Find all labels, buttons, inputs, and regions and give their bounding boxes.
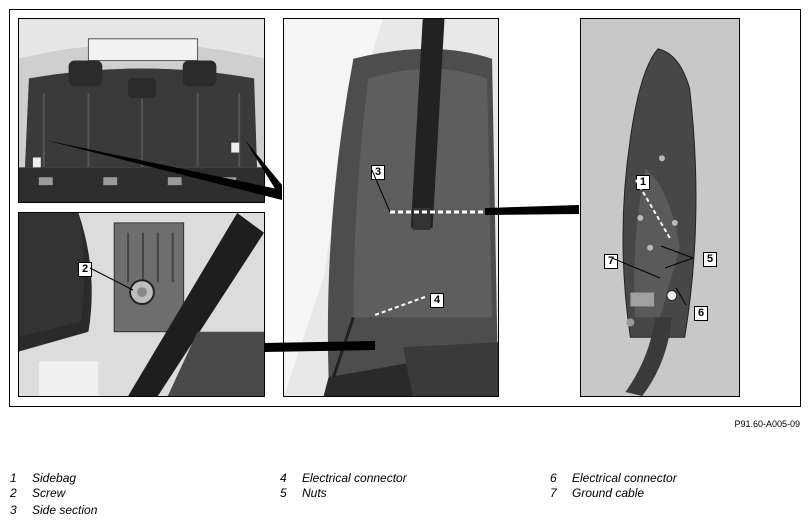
legend-text: Screw (32, 486, 66, 500)
legend-item: 1 Sidebag (10, 471, 76, 485)
legend-text: Nuts (302, 486, 327, 500)
figure-reference-code: P91.60-A005-09 (734, 419, 800, 429)
figure-frame: 3 4 2 1 5 6 7 (9, 9, 801, 407)
sidebag-photo (580, 18, 740, 397)
legend-item: 4 Electrical connector (280, 471, 407, 485)
legend-number: 3 (10, 503, 17, 517)
legend-item: 2 Screw (10, 486, 65, 500)
side-section-photo (283, 18, 499, 397)
rear-seat-photo (18, 18, 265, 203)
legend-number: 5 (280, 486, 287, 500)
legend-text: Electrical connector (302, 471, 407, 485)
legend-text: Ground cable (572, 486, 645, 500)
legend-item: 7 Ground cable (550, 486, 644, 500)
callout-1: 1 (636, 175, 651, 190)
legend-item: 6 Electrical connector (550, 471, 677, 485)
legend-item: 3 Side section (10, 503, 97, 517)
legend-text: Sidebag (32, 471, 77, 485)
callout-4: 4 (430, 293, 445, 308)
callout-5: 5 (703, 252, 718, 267)
callout-2: 2 (78, 262, 93, 277)
legend-number: 6 (550, 471, 557, 485)
legend-number: 4 (280, 471, 287, 485)
legend-number: 1 (10, 471, 17, 485)
callout-3: 3 (371, 165, 386, 180)
legend-text: Electrical connector (572, 471, 677, 485)
callout-7: 7 (604, 254, 619, 269)
screw-closeup-photo (18, 212, 265, 397)
legend-item: 5 Nuts (280, 486, 327, 500)
legend-number: 7 (550, 486, 557, 500)
callout-6: 6 (694, 306, 709, 321)
legend-number: 2 (10, 486, 17, 500)
legend-text: Side section (32, 503, 98, 517)
